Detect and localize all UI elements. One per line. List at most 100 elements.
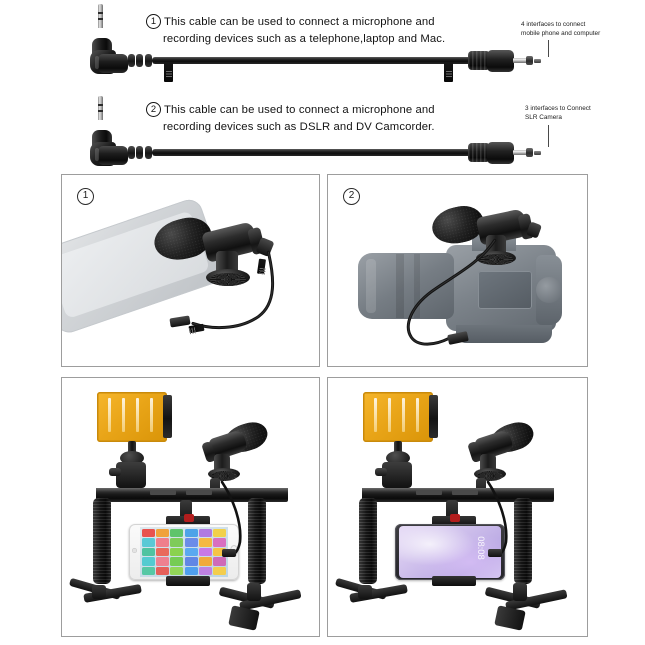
led-video-light — [97, 392, 172, 442]
cable-2-badge: 2 — [146, 102, 161, 117]
tripod-hub-right — [247, 583, 261, 601]
app-icon — [212, 538, 226, 547]
app-icon — [198, 566, 212, 575]
front-camera — [132, 548, 137, 553]
app-icon — [198, 547, 212, 557]
app-icon — [156, 557, 170, 566]
cable-1-straight-plug — [468, 50, 541, 72]
light-mount-clamp — [116, 462, 146, 488]
cable-1-annotation-leader — [548, 40, 549, 57]
cable-2-strain-ring-b — [136, 146, 143, 159]
rig-handle-right — [514, 498, 532, 584]
phone-audio-plug — [488, 549, 502, 557]
video-rig: 08:08 — [328, 378, 587, 636]
tripod-hub-left — [92, 585, 106, 599]
app-icon — [170, 538, 184, 547]
app-icon — [156, 547, 170, 557]
cable-1-annotation-line2: mobile phone and computer — [521, 30, 601, 37]
app-icon — [184, 566, 198, 575]
app-icon — [184, 538, 198, 547]
light-lock-knob — [375, 468, 387, 476]
app-icon — [198, 538, 212, 547]
rig-accessory-slot-a — [416, 490, 442, 495]
app-icon — [156, 566, 170, 575]
app-icon — [212, 566, 226, 575]
cable-1-annotation: 4 interfaces to connect mobile phone and… — [521, 20, 600, 38]
panel-dslr-mic: 2 — [327, 174, 588, 367]
cable-1-strain-ring-a — [128, 54, 135, 67]
app-icon — [212, 529, 226, 538]
shotgun-microphone — [150, 207, 294, 307]
clamp-red-accent — [450, 514, 460, 522]
app-icon — [170, 557, 184, 566]
ios-home-screen — [140, 527, 228, 577]
app-icon — [198, 529, 212, 538]
cable-2-caption-line1: This cable can be used to connect a micr… — [164, 104, 435, 116]
app-icon — [170, 529, 184, 538]
app-icon — [198, 557, 212, 566]
app-icon — [142, 557, 155, 566]
app-icon — [170, 547, 184, 557]
cable-1-caption-line2: recording devices such as a telephone,la… — [163, 33, 446, 45]
light-stem — [128, 441, 136, 457]
rig-crossbar — [96, 490, 288, 502]
app-icon — [184, 557, 198, 566]
panel-phone-mic: 1 — [61, 174, 320, 367]
cable-2-strain-ring-a — [128, 146, 135, 159]
app-icon — [184, 547, 198, 557]
cable-1-strain-ring-b — [136, 54, 143, 67]
dark-smartphone: 08:08 — [395, 524, 505, 580]
phone-clamp-bottom — [432, 576, 476, 586]
cable-1-caption-line1: This cable can be used to connect a micr… — [164, 16, 435, 28]
cable-1-badge: 1 — [146, 14, 161, 29]
video-rig — [62, 378, 319, 636]
clamp-red-accent — [184, 514, 194, 522]
cable-1-tag-left — [164, 62, 173, 82]
cable-2-annotation-line2: SLR Camera — [525, 114, 562, 121]
light-stem — [394, 441, 402, 457]
phone-clamp-bottom — [166, 576, 210, 586]
cable-2-annotation: 3 interfaces to Connect SLR Camera — [525, 104, 591, 122]
cable-1-tag-right — [444, 62, 453, 82]
cable-1-annotation-line1: 4 interfaces to connect — [521, 21, 586, 28]
panel-rig-android: 08:08 — [327, 377, 588, 637]
app-icon — [156, 529, 170, 538]
app-icon — [142, 566, 155, 575]
rig-handle-left — [359, 498, 377, 584]
cable-1-cord — [152, 57, 472, 64]
app-icon — [142, 547, 155, 557]
light-mount-clamp — [382, 462, 412, 488]
cable-2-cord — [152, 149, 472, 156]
cable-2-right-angle-plug — [76, 96, 128, 168]
cable-2-caption-line2: recording devices such as DSLR and DV Ca… — [163, 121, 435, 133]
tripod-hub-right — [513, 583, 527, 601]
rig-handle-right — [248, 498, 266, 584]
rig-crossbar — [362, 490, 554, 502]
panel-phone-mic-badge: 1 — [77, 188, 94, 205]
cable-2-annotation-line1: 3 interfaces to Connect — [525, 105, 591, 112]
phone-audio-plug — [222, 549, 236, 557]
app-icon — [212, 547, 226, 557]
panel-rig-iphone — [61, 377, 320, 637]
rig-accessory-slot-a — [150, 490, 176, 495]
white-smartphone — [129, 524, 239, 580]
panel-dslr-mic-badge: 2 — [343, 188, 360, 205]
cable-2-straight-plug — [468, 142, 541, 164]
shotgun-microphone — [428, 195, 568, 285]
led-video-light — [363, 392, 438, 442]
app-icon — [170, 566, 184, 575]
rig-handle-left — [93, 498, 111, 584]
app-icon — [142, 538, 155, 547]
cable-tag-upper — [256, 258, 267, 275]
cable-2-annotation-leader — [548, 125, 549, 147]
connection-cable — [406, 238, 497, 346]
app-icon — [142, 529, 155, 538]
app-icon — [156, 538, 170, 547]
light-ball-head — [386, 451, 410, 465]
cable-2-strain-ring-c — [145, 146, 152, 159]
